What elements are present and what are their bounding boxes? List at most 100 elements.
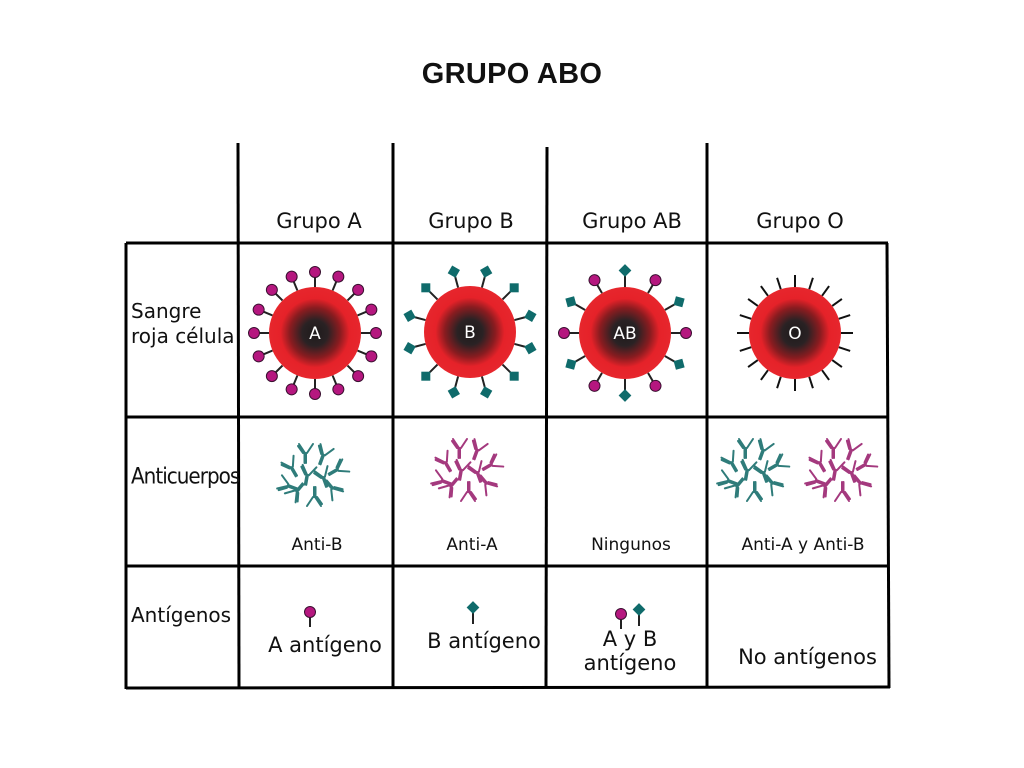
surface-spike xyxy=(739,314,752,320)
antibody-icon xyxy=(460,481,477,502)
column-header-a: Grupo A xyxy=(276,209,362,233)
surface-spike xyxy=(747,298,759,307)
cell-body xyxy=(424,286,516,378)
antigen-b-icon xyxy=(618,379,632,402)
antibody-icon xyxy=(841,460,857,483)
antibody-icon xyxy=(306,486,323,507)
antibody-icon xyxy=(767,453,791,471)
antigen-a-icon xyxy=(331,270,345,291)
antibody-icon xyxy=(753,460,769,483)
antigen-b-icon xyxy=(403,309,426,322)
column-header-b: Grupo B xyxy=(428,209,514,233)
antigen-a-icon xyxy=(615,608,627,629)
antigen-b-icon xyxy=(447,265,460,288)
antigen-a-icon xyxy=(357,349,378,363)
antigen-label-b: B antígeno xyxy=(427,629,541,653)
antigen-b-icon xyxy=(421,363,439,381)
antigen-b-icon xyxy=(664,296,685,311)
antigen-a-icon xyxy=(252,349,273,363)
antigen-a-icon xyxy=(265,283,284,302)
antigen-b-icon xyxy=(480,376,493,399)
antigen-a-icon xyxy=(309,379,321,400)
antibody-icon xyxy=(834,481,851,502)
surface-spike xyxy=(747,359,759,368)
surface-spike xyxy=(808,277,814,290)
antibody-icon xyxy=(845,438,863,461)
antigen-b-icon xyxy=(514,342,537,355)
antigen-b-icon xyxy=(618,264,632,287)
row-label-antibodies: Anticuerpos xyxy=(131,462,240,489)
row-label-cell-line1: Sangre xyxy=(131,299,202,323)
surface-spike xyxy=(838,314,851,320)
antibody-icon xyxy=(804,469,827,487)
antigen-label-ab-line2: antígeno xyxy=(583,651,677,675)
antibody-icon xyxy=(720,449,738,473)
antigen-a-icon xyxy=(361,327,382,339)
row-label-cell-line2: roja célula xyxy=(131,324,235,348)
antibody-icon xyxy=(746,481,763,502)
antigen-b-icon xyxy=(421,283,439,301)
antigen-label-a: A antígeno xyxy=(268,633,382,657)
antibody-icon xyxy=(276,474,299,492)
antibody-cluster-anti-b xyxy=(276,443,351,507)
surface-spike xyxy=(821,285,830,297)
antigen-a-icon xyxy=(588,274,603,294)
antibody-label-ab: Ningunos xyxy=(591,535,671,555)
antibody-icon xyxy=(313,465,329,488)
surface-spike xyxy=(808,376,814,389)
table-lines xyxy=(124,142,891,690)
antibody-icon xyxy=(825,438,842,459)
antigen-b-icon xyxy=(565,355,586,370)
red-cell-ab: AB xyxy=(558,264,692,402)
antibody-cluster-anti-b-o xyxy=(716,438,791,502)
antigen-b-icon xyxy=(447,376,460,399)
antigen-label-ab-line1: A y B xyxy=(602,627,658,651)
antigen-a-icon xyxy=(647,274,662,294)
antigen-a-icon xyxy=(265,364,284,383)
antibody-icon xyxy=(434,449,452,473)
cell-body xyxy=(269,287,361,379)
surface-spike xyxy=(821,369,830,381)
antibody-icon xyxy=(723,477,745,499)
column-header-o: Grupo O xyxy=(756,209,844,233)
antibody-icon xyxy=(478,474,499,497)
antibody-icon xyxy=(300,463,318,486)
antigen-a-icon xyxy=(558,327,579,339)
antibody-label-b: Anti-A xyxy=(446,535,498,555)
antigen-b-icon xyxy=(514,309,537,322)
row-label-cell: Sangre roja célula xyxy=(131,299,235,349)
antibody-icon xyxy=(280,454,298,478)
cell-letter: A xyxy=(309,324,321,344)
antigen-a-icon xyxy=(346,283,365,302)
surface-spike xyxy=(760,369,769,381)
antibody-label-o: Anti-A y Anti-B xyxy=(741,535,865,555)
row-label-antigens: Antígenos xyxy=(131,603,232,627)
diagram-title: GRUPO ABO xyxy=(421,58,603,90)
antigen-a-icon xyxy=(357,303,378,317)
antibody-icon xyxy=(437,477,459,499)
antigen-b-icon xyxy=(466,601,480,624)
antigen-a-icon xyxy=(671,327,692,339)
antibody-cluster-anti-a xyxy=(430,438,505,502)
surface-spike xyxy=(760,285,769,297)
red-cell-o: O xyxy=(737,275,853,391)
antigen-a-icon xyxy=(309,266,321,287)
antigen-a-icon xyxy=(346,364,365,383)
red-cell-a: A xyxy=(248,266,382,400)
antibody-icon xyxy=(737,438,754,459)
antigen-a-icon xyxy=(647,372,662,392)
antigen-label-o: No antígenos xyxy=(738,645,877,669)
antibody-icon xyxy=(454,458,472,481)
antibody-icon xyxy=(467,460,483,483)
antibody-icon xyxy=(757,438,775,461)
antibody-icon xyxy=(451,438,468,459)
cell-letter: B xyxy=(464,323,476,343)
antibody-label-a: Anti-B xyxy=(291,535,343,555)
antibody-icon xyxy=(828,458,846,481)
antibody-cluster-anti-a-o xyxy=(804,438,879,502)
antibody-icon xyxy=(855,453,879,471)
antibody-icon xyxy=(297,443,314,464)
antibody-icon xyxy=(317,443,335,466)
